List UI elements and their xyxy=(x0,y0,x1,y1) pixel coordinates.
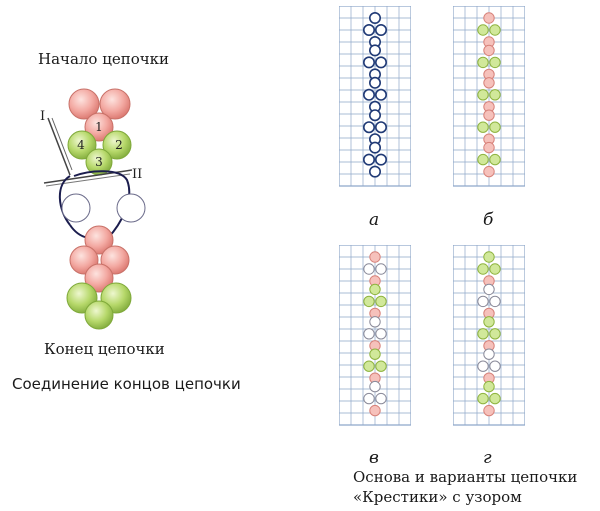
needle-i xyxy=(47,117,71,176)
needle-label-i: I xyxy=(40,109,45,124)
pattern-bead xyxy=(374,88,387,101)
pattern-bead xyxy=(362,56,375,69)
panel-letter-b: б xyxy=(483,210,494,230)
pattern-bead xyxy=(489,295,501,308)
bead-number-2: 2 xyxy=(115,138,123,152)
pattern-bead xyxy=(368,141,381,154)
pattern-bead xyxy=(375,392,387,405)
pattern-grid-b xyxy=(453,6,525,187)
pattern-bead xyxy=(363,360,375,372)
pattern-bead xyxy=(483,109,495,121)
pattern-bead xyxy=(489,56,501,69)
pattern-bead xyxy=(483,404,495,417)
pattern-bead xyxy=(375,360,387,372)
pattern-bead xyxy=(489,263,501,275)
pattern-bead xyxy=(477,295,489,308)
pattern-bead xyxy=(368,109,381,122)
bead-lower-4 xyxy=(84,263,114,293)
pattern-bead xyxy=(489,360,501,372)
pattern-bead xyxy=(489,121,501,133)
pattern-grid-a xyxy=(339,6,411,187)
pattern-bead xyxy=(483,380,495,393)
pattern-bead xyxy=(375,295,387,308)
pattern-bead xyxy=(368,76,381,89)
pattern-grid-g xyxy=(453,245,525,426)
chain-start-title: Начало цепочки xyxy=(38,50,170,68)
pattern-bead xyxy=(368,44,381,57)
pattern-bead xyxy=(369,348,381,360)
chain-joining-diagram: 1 2 3 4 I II xyxy=(40,88,146,330)
pattern-bead xyxy=(489,328,501,340)
pattern-bead xyxy=(369,404,381,417)
outline-bead-left xyxy=(61,193,91,223)
panel-letter-g: г xyxy=(483,448,492,468)
pattern-bead xyxy=(477,24,489,36)
pattern-bead xyxy=(369,380,381,393)
pattern-bead xyxy=(363,392,375,405)
pattern-bead xyxy=(489,392,501,405)
pattern-bead xyxy=(363,295,375,308)
pattern-bead xyxy=(483,283,495,296)
panel-letter-v: в xyxy=(369,448,379,468)
pattern-bead xyxy=(483,251,495,263)
pattern-bead xyxy=(477,56,489,69)
outline-bead-right xyxy=(116,193,146,223)
bead-number-4: 4 xyxy=(77,138,85,152)
pattern-grid-v xyxy=(339,245,411,426)
pattern-bead xyxy=(375,263,387,275)
pattern-bead xyxy=(363,328,375,340)
bead-top-left xyxy=(68,88,100,120)
variants-caption-line1: Основа и варианты цепочки xyxy=(353,468,578,486)
pattern-bead xyxy=(489,153,501,166)
pattern-bead xyxy=(374,23,387,36)
variants-caption-line2: «Крестики» с узором xyxy=(353,488,522,506)
chain-end-title: Конец цепочки xyxy=(44,340,165,358)
pattern-bead xyxy=(477,392,489,405)
bead-number-1: 1 xyxy=(95,120,103,134)
pattern-bead xyxy=(369,283,381,296)
needle-label-ii: II xyxy=(132,167,142,182)
bead-top-right xyxy=(99,88,131,120)
bead-2 xyxy=(102,130,132,160)
pattern-bead xyxy=(483,44,495,57)
pattern-bead xyxy=(477,121,489,133)
pattern-bead xyxy=(483,165,495,178)
pattern-bead xyxy=(369,251,381,263)
pattern-bead xyxy=(477,263,489,275)
pattern-bead xyxy=(483,348,495,360)
thread xyxy=(58,170,131,239)
pattern-bead xyxy=(362,88,375,101)
pattern-bead xyxy=(483,12,495,24)
pattern-bead xyxy=(374,56,387,69)
pattern-bead xyxy=(483,316,495,328)
bead-bottom-3 xyxy=(84,300,114,330)
pattern-bead xyxy=(477,360,489,372)
panel-letter-a: а xyxy=(369,210,380,230)
pattern-bead xyxy=(374,153,387,166)
joining-caption: Соединение концов цепочки xyxy=(12,375,241,393)
pattern-bead xyxy=(477,153,489,166)
pattern-bead xyxy=(375,328,387,340)
pattern-bead xyxy=(362,23,375,36)
pattern-bead xyxy=(368,165,381,178)
pattern-bead xyxy=(363,263,375,275)
pattern-bead xyxy=(368,12,381,24)
bead-lower-1 xyxy=(84,225,114,255)
pattern-bead xyxy=(374,121,387,134)
pattern-bead xyxy=(483,77,495,89)
bead-4 xyxy=(67,130,97,160)
pattern-bead xyxy=(362,121,375,134)
pattern-bead xyxy=(362,153,375,166)
bead-1 xyxy=(84,112,114,142)
pattern-bead xyxy=(369,316,381,328)
pattern-bead xyxy=(489,24,501,36)
bead-number-3: 3 xyxy=(95,155,103,169)
pattern-bead xyxy=(483,141,495,154)
pattern-bead xyxy=(477,328,489,340)
pattern-bead xyxy=(477,89,489,101)
pattern-bead xyxy=(489,89,501,101)
